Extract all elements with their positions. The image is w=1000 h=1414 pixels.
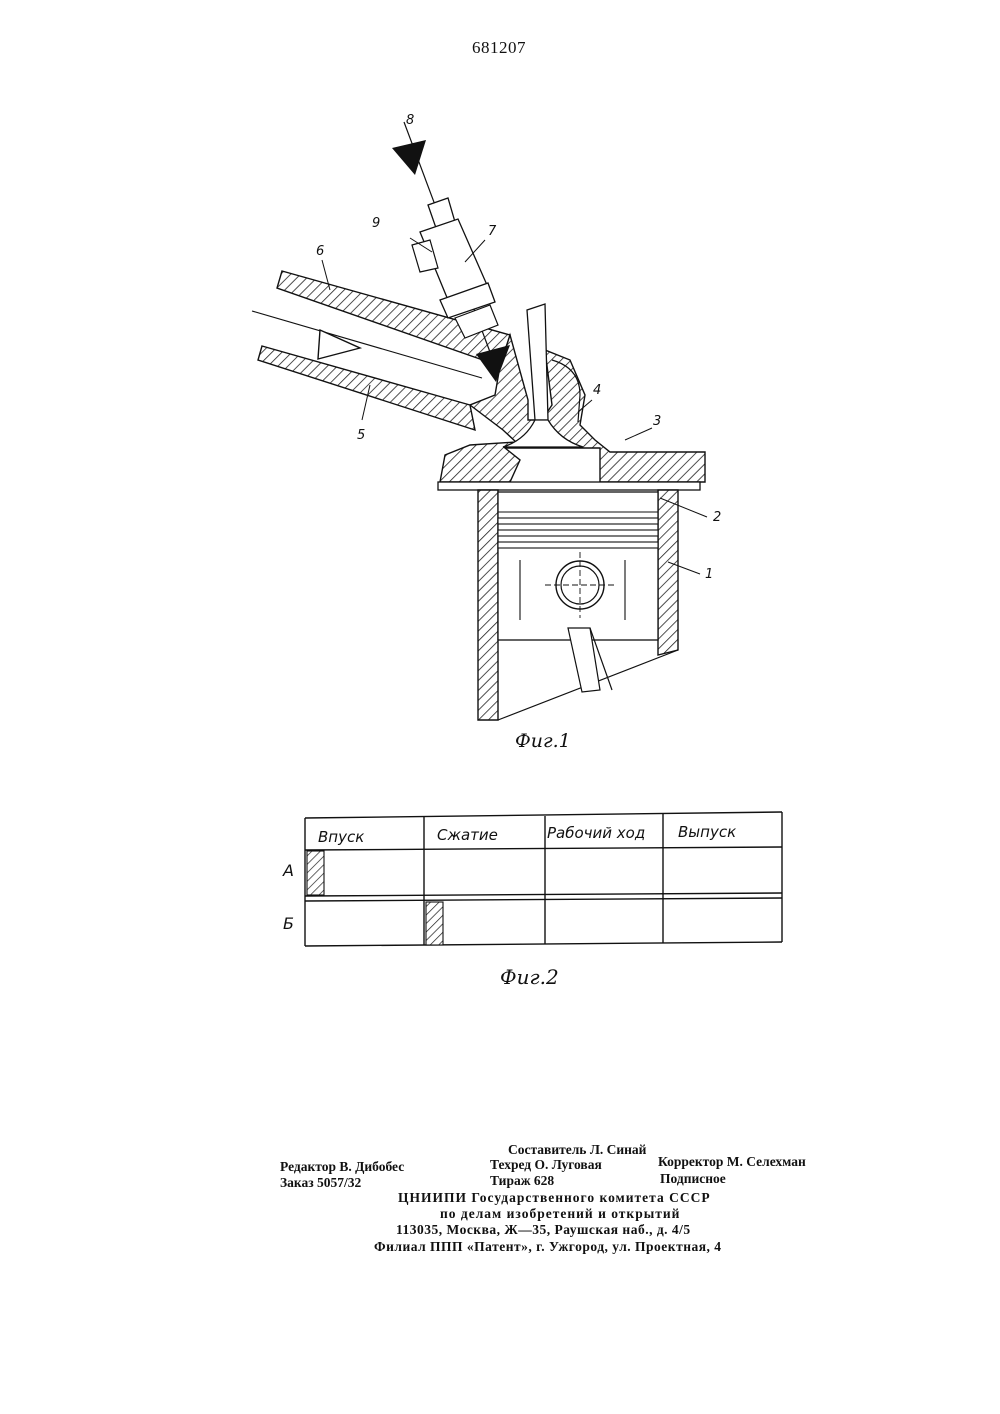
row-label-a: А	[283, 861, 294, 880]
column-header-exhaust: Выпуск	[678, 823, 736, 841]
row-a-intake-injection-mark	[307, 851, 324, 895]
imprint-org-line2: по делам изобретений и открытий	[440, 1206, 680, 1222]
imprint-order: Заказ 5057/32	[280, 1175, 361, 1191]
column-header-power-stroke: Рабочий ход	[547, 824, 645, 842]
imprint-compiler: Составитель Л. Синай	[508, 1142, 646, 1158]
imprint-subscription: Подписное	[660, 1171, 726, 1187]
imprint-editor: Редактор В. Дибобес	[280, 1159, 404, 1175]
column-header-compression: Сжатие	[437, 826, 498, 844]
imprint-circulation: Тираж 628	[490, 1173, 554, 1189]
column-header-intake: Впуск	[318, 828, 364, 846]
imprint-org-line1: ЦНИИПИ Государственного комитета СССР	[398, 1190, 711, 1206]
row-b-compression-injection-mark	[426, 902, 443, 945]
imprint-techred: Техред О. Луговая	[490, 1157, 602, 1173]
figure-2-caption: Фиг.2	[500, 965, 559, 989]
imprint-address: 113035, Москва, Ж—35, Раушская наб., д. …	[396, 1222, 691, 1238]
imprint-corrector: Корректор М. Селехман	[658, 1154, 806, 1170]
row-label-b: Б	[283, 914, 294, 933]
imprint-branch: Филиал ППП «Патент», г. Ужгород, ул. Про…	[374, 1239, 722, 1255]
